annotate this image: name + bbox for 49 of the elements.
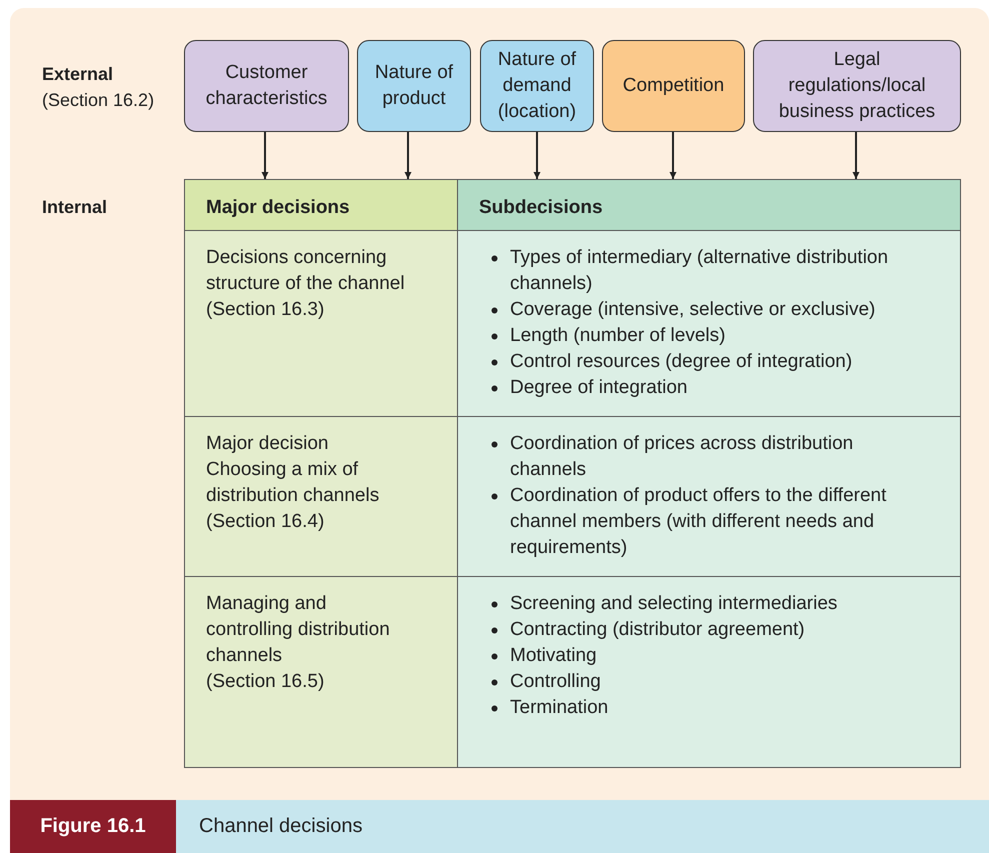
- header-text: Subdecisions: [479, 196, 603, 220]
- column-header: [457, 179, 961, 232]
- table-cell: [184, 230, 459, 418]
- cell-text: Managing and controlling distribution channels: [206, 592, 391, 668]
- table-cell: [457, 230, 961, 418]
- bullet-item: Coverage (intensive, selective or exclusive): [510, 298, 876, 322]
- bullet-item: Types of intermediary (alternative distribution channels): [510, 246, 890, 296]
- table-cell: [184, 576, 459, 768]
- bullet-item: Control resources (degree of integration): [510, 350, 854, 374]
- bullet-item: Coordination of prices across distribution channels: [510, 432, 854, 482]
- arrow: [852, 132, 860, 179]
- cell-text: Decisions concerning structure of the channel: [206, 246, 406, 296]
- table-cell: [457, 576, 961, 768]
- factor-box: [602, 40, 745, 132]
- column-header: [184, 179, 459, 232]
- factor-label: Customer characteristics: [204, 61, 328, 111]
- cell-text: (Section 16.3): [206, 298, 326, 322]
- header-text: Major decisions: [206, 196, 350, 220]
- factor-label: Nature of demand (location): [496, 48, 578, 124]
- caption-text: Channel decisions: [199, 815, 362, 838]
- cell-text: Choosing a mix of distribution channels: [206, 458, 380, 508]
- cell-text: (Section 16.4): [206, 510, 326, 534]
- arrow: [534, 132, 540, 179]
- factor-label: Legal regulations/local business practices: [778, 48, 936, 124]
- bullet-item: Length (number of levels): [510, 324, 726, 348]
- factor-box: [184, 40, 349, 132]
- bullet-item: Screening and selecting intermediaries: [510, 592, 838, 616]
- section-label: External: [42, 63, 114, 86]
- cell-text: Major decision: [206, 432, 330, 456]
- arrow: [262, 132, 268, 179]
- figure-number: Figure 16.1: [10, 800, 176, 853]
- table-cell: [184, 416, 459, 578]
- table-cell: [457, 416, 961, 578]
- factor-box: [753, 40, 961, 132]
- section-label: Internal: [42, 196, 108, 219]
- factor-label: Competition: [622, 74, 724, 98]
- bullet-item: Degree of integration: [510, 376, 688, 400]
- arrow: [670, 132, 676, 179]
- cell-text: (Section 16.5): [206, 670, 326, 694]
- factor-label: Nature of product: [374, 61, 454, 111]
- arrow: [404, 132, 412, 179]
- factor-box: [480, 40, 594, 132]
- section-reference: (Section 16.2): [42, 89, 154, 112]
- factor-box: [357, 40, 471, 132]
- bullet-item: Controlling: [510, 670, 602, 694]
- bullet-item: Termination: [510, 696, 610, 720]
- bullet-item: Contracting (distributor agreement): [510, 618, 806, 642]
- bullet-item: Motivating: [510, 644, 598, 668]
- bullet-item: Coordination of product offers to the different channel members (with different needs and requirements): [510, 484, 888, 560]
